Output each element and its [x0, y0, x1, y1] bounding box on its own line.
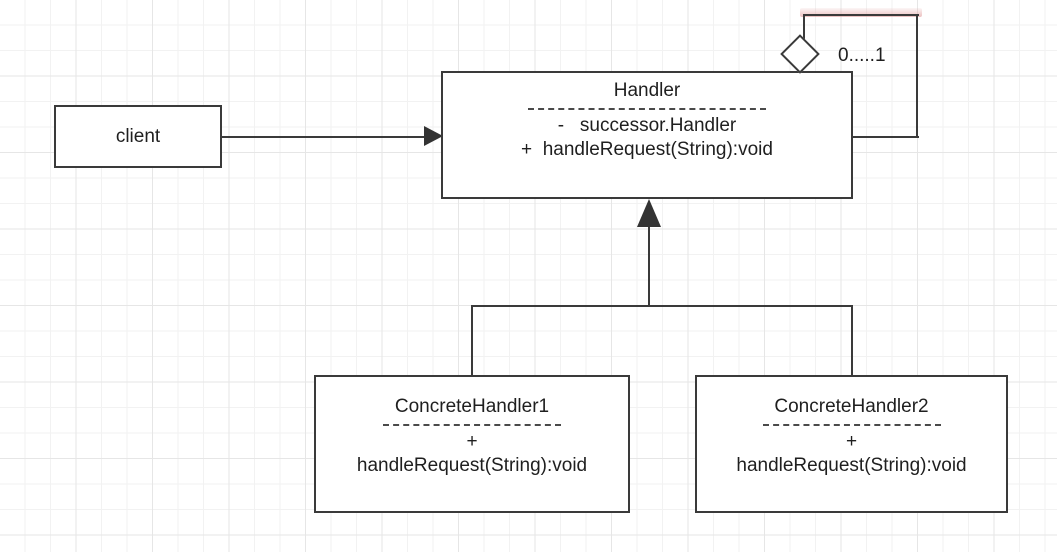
class-name-concrete-handler-2: ConcreteHandler2 [774, 396, 929, 417]
class-box-handler[interactable]: Handler - successor.Handler + handleRequ… [441, 71, 853, 199]
member-list-concrete-handler-2: + handleRequest(String):void [736, 430, 966, 479]
self-association-line-top[interactable] [803, 14, 919, 16]
multiplicity-label: 0.....1 [838, 45, 886, 66]
class-name-client: client [115, 125, 161, 147]
member-method-handlerequest: handleRequest(String):void [736, 455, 967, 477]
member-list-concrete-handler-1: + handleRequest(String):void [357, 430, 587, 479]
generalization-riser-line[interactable] [648, 213, 650, 306]
generalization-arrowhead-icon [637, 199, 661, 227]
association-line-client-handler[interactable] [222, 136, 433, 138]
member-visibility-marker: + [845, 430, 858, 452]
member-list-handler: - successor.Handler + handleRequest(Stri… [521, 114, 773, 163]
class-box-client[interactable]: client [54, 105, 222, 168]
class-box-concrete-handler-1[interactable]: ConcreteHandler1 + handleRequest(String)… [314, 375, 630, 513]
self-association-line-down[interactable] [803, 14, 805, 41]
generalization-bus-line[interactable] [471, 305, 853, 307]
class-box-concrete-handler-2[interactable]: ConcreteHandler2 + handleRequest(String)… [695, 375, 1008, 513]
compartment-divider [762, 423, 941, 426]
compartment-divider [383, 423, 561, 426]
class-name-concrete-handler-1: ConcreteHandler1 [394, 396, 550, 417]
self-association-line-right[interactable] [916, 14, 918, 138]
generalization-drop-line-left[interactable] [471, 305, 473, 377]
arrowhead-icon-client-handler [424, 126, 443, 146]
member-method-handlerequest: + handleRequest(String):void [521, 139, 773, 161]
member-method-handlerequest: handleRequest(String):void [356, 455, 588, 477]
selection-highlight [800, 8, 922, 17]
class-name-handler: Handler [613, 80, 681, 101]
compartment-divider [528, 107, 766, 110]
aggregation-diamond-icon[interactable] [780, 34, 820, 74]
member-visibility-marker: + [466, 430, 478, 452]
self-association-line-exit[interactable] [853, 136, 919, 138]
generalization-drop-line-right[interactable] [851, 305, 853, 377]
member-attribute-successor: - successor.Handler [557, 114, 737, 136]
